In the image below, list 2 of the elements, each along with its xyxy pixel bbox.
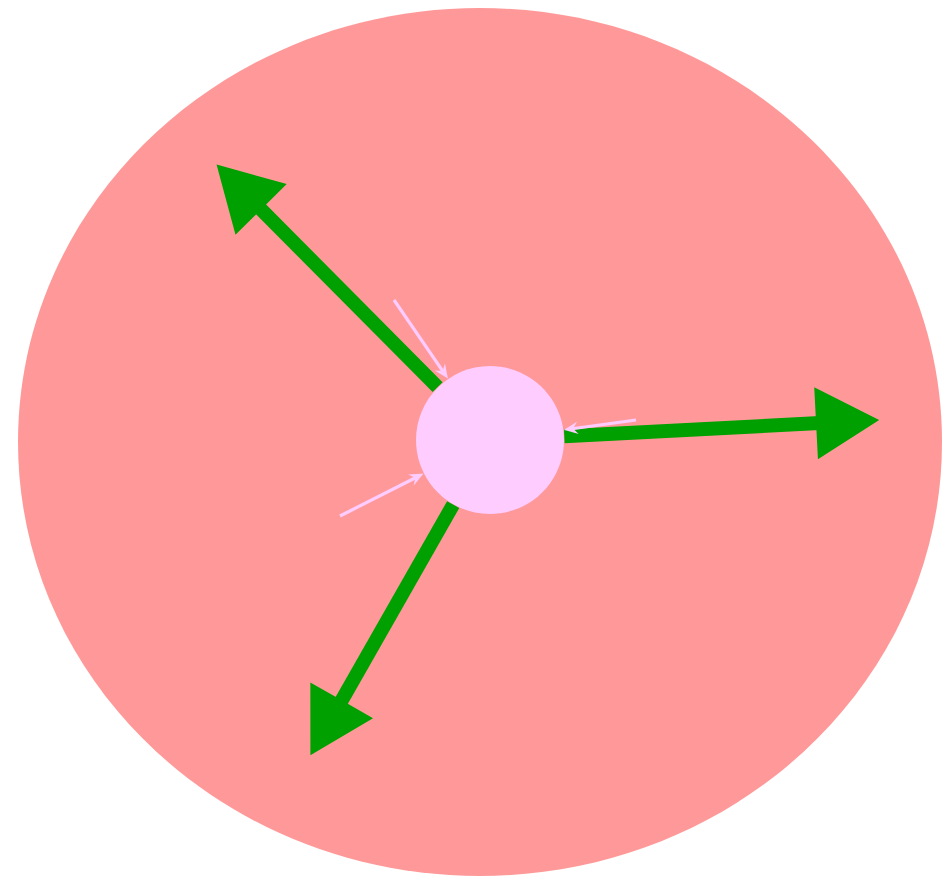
- large-circle: [18, 8, 942, 876]
- small-circle: [416, 366, 564, 514]
